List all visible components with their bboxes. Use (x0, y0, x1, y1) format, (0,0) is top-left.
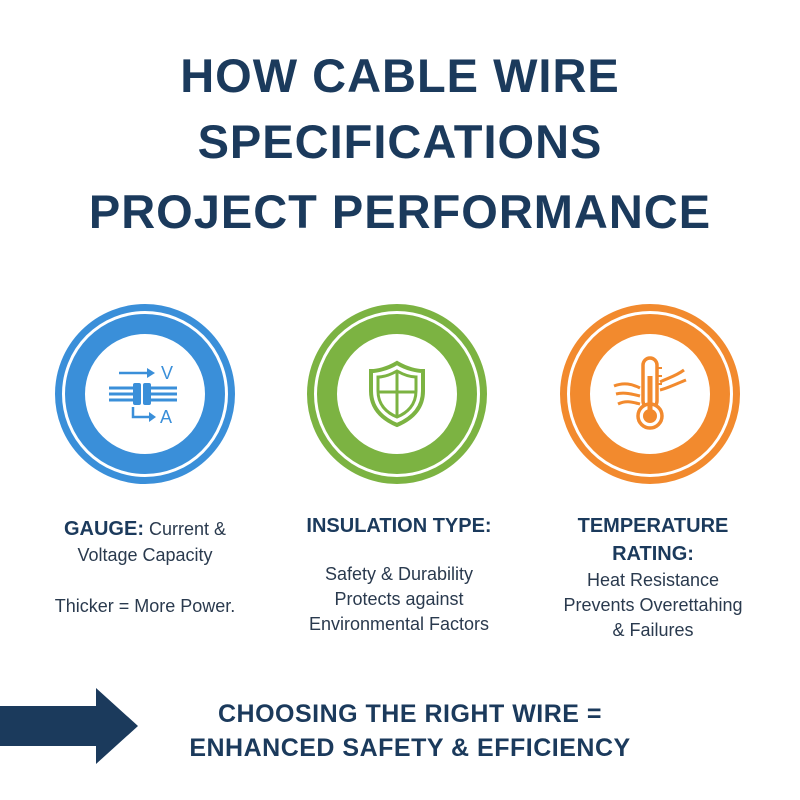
gauge-heading-line: GAUGE: Current & (30, 515, 260, 543)
title-line-1: HOW CABLE WIRE (180, 49, 620, 102)
temperature-line-4: & Failures (612, 620, 694, 641)
footer-line-2: ENHANCED SAFETY & EFFICIENCY (189, 733, 631, 762)
right-arrow-icon (0, 688, 138, 764)
thermometer-icon (613, 356, 687, 430)
shield-icon (369, 360, 425, 428)
insulation-line-4: Environmental Factors (308, 614, 490, 635)
temperature-heading-2: RATING: (612, 543, 694, 565)
footer-line-1: CHOOSING THE RIGHT WIRE = (217, 700, 603, 728)
temperature-ring (560, 304, 740, 484)
temperature-heading: TEMPERATURE (577, 515, 729, 537)
temperature-line-2: Heat Resistance (586, 570, 720, 590)
footer-message: CHOOSING THE RIGHT WIRE = ENHANCED SAFET… (150, 698, 670, 766)
title-line-3: PROJECT PERFORMANCE (88, 185, 712, 238)
voltage-label: V (161, 363, 173, 383)
insulation-ring (307, 304, 487, 484)
amperage-label: A (160, 407, 172, 427)
page-title: HOW CABLE WIRE SPECIFICATIONS PROJECT PE… (0, 52, 800, 235)
insulation-heading: INSULATION TYPE: (306, 515, 492, 537)
title-line-2: SPECIFICATIONS (197, 115, 603, 168)
gauge-line-3: Thicker = More Power. (54, 596, 236, 617)
insulation-line-2: Safety & Durability (324, 564, 474, 584)
gauge-heading-rest: Current & (143, 519, 227, 539)
gauge-description: GAUGE: Current & Voltage Capacity Thicke… (30, 515, 260, 619)
insulation-line-3: Protects against (334, 589, 464, 610)
gauge-heading: GAUGE: (63, 518, 144, 540)
gauge-line-2: Voltage Capacity (77, 545, 213, 565)
temperature-description: TEMPERATURE RATING: Heat Resistance Prev… (538, 512, 768, 644)
temperature-line-3: Prevents Overettahing (563, 595, 743, 616)
wire-gauge-icon: V A (109, 363, 177, 427)
gauge-ring: V A (55, 304, 235, 484)
insulation-description: INSULATION TYPE: Safety & Durability Pro… (284, 512, 514, 638)
